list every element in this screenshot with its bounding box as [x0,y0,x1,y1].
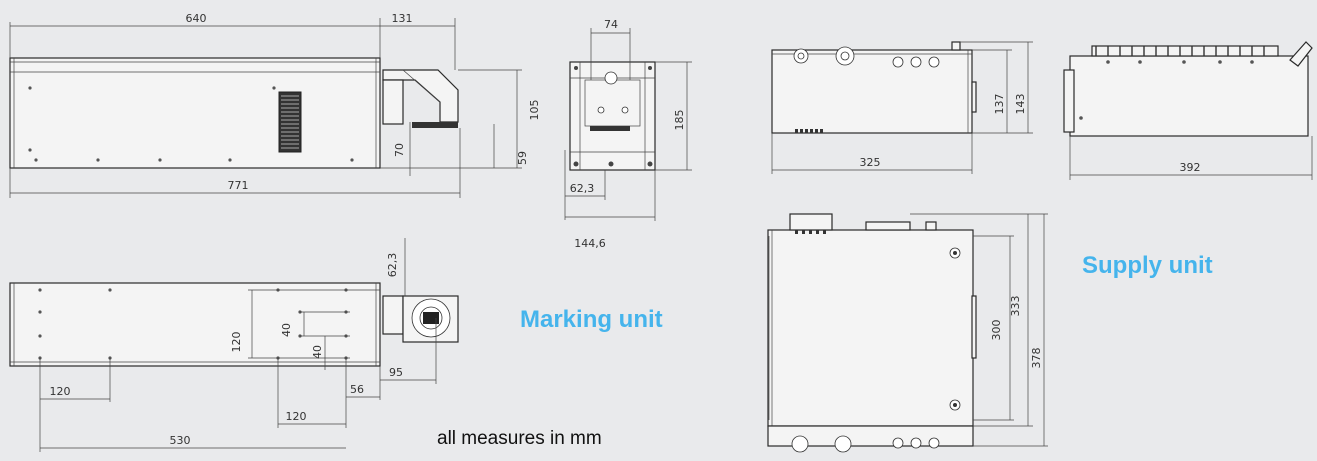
dim-40-b: 40 [311,345,324,359]
dim-530: 530 [170,434,191,447]
dim-120-vertical: 120 [230,332,243,353]
dim-40-a: 40 [280,323,293,337]
marking-top-dimension-lines [39,238,437,452]
marking-front-dimension-lines [9,18,522,198]
marking-side-dimension-lines [564,28,692,221]
dim-378: 378 [1030,348,1043,369]
dim-95: 95 [389,366,403,379]
dim-62-3-top: 62,3 [386,253,399,278]
dim-70: 70 [393,143,406,157]
supply-top-dimension-lines [910,213,1048,447]
dim-120-right: 120 [286,410,307,423]
scan-head [382,69,459,128]
supply-unit-top-view: 333 300 378 [767,213,1048,453]
dim-640: 640 [186,12,207,25]
units-note: all measures in mm [437,428,602,449]
supply-side-housing [1069,55,1309,137]
vent-grille [278,91,302,153]
marking-unit-label: Marking unit [520,306,663,333]
supply-unit-side-view: 392 [1063,41,1313,180]
dim-62-3-side: 62,3 [570,182,595,195]
marking-top-housing [9,282,381,367]
dim-392: 392 [1180,161,1201,174]
marking-unit-side-view: 74 185 62,3 144,6 [564,18,692,250]
dim-131: 131 [392,12,413,25]
supply-unit-label: Supply unit [1082,252,1213,279]
dim-143: 143 [1014,94,1027,115]
marking-unit-front-view: 640 131 771 105 70 59 [9,12,541,198]
dim-74: 74 [604,18,618,31]
dim-333: 333 [1009,296,1022,317]
dim-144-6: 144,6 [574,237,606,250]
supply-front-dimension-lines [771,41,1033,174]
dim-300: 300 [990,320,1003,341]
marking-unit-top-view: 62,3 120 40 40 95 56 120 120 530 [9,238,459,452]
dim-137: 137 [993,94,1006,115]
supply-unit-front-view: 137 143 325 [771,41,1033,174]
dim-185: 185 [673,110,686,131]
dim-771: 771 [228,179,249,192]
dim-59: 59 [516,151,529,165]
supply-top-housing [767,229,974,427]
supply-side-dimension-lines [1069,136,1313,180]
dim-325: 325 [860,156,881,169]
dim-56: 56 [350,383,364,396]
marking-front-housing [9,57,381,169]
dim-105: 105 [528,100,541,121]
dim-120-left: 120 [50,385,71,398]
